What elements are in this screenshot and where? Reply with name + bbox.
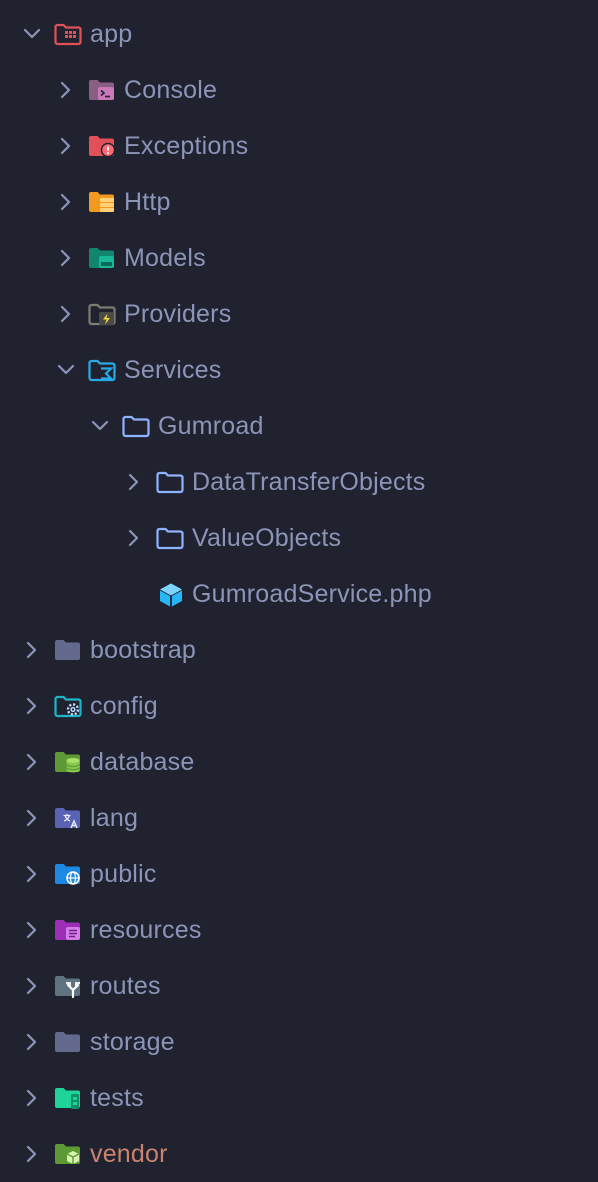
tree-item-routes[interactable]: routes <box>0 958 598 1014</box>
tree-item-label: resources <box>90 916 202 944</box>
tree-item-label: lang <box>90 804 139 832</box>
chevron-right-icon[interactable] <box>123 527 145 549</box>
tree-item-gumroad-service-php[interactable]: GumroadService.php <box>0 566 598 622</box>
chevron-right-icon[interactable] <box>21 919 43 941</box>
folder-icon <box>156 470 184 494</box>
tree-item-label: Console <box>124 76 218 104</box>
tests-folder-icon <box>54 1086 82 1110</box>
tree-item-console[interactable]: Console <box>0 62 598 118</box>
tree-item-label: Exceptions <box>124 132 249 160</box>
console-folder-icon <box>88 78 116 102</box>
chevron-right-icon[interactable] <box>55 247 77 269</box>
providers-folder-icon <box>88 302 116 326</box>
http-folder-icon <box>88 190 116 214</box>
tree-item-providers[interactable]: Providers <box>0 286 598 342</box>
folder-icon <box>54 1030 82 1054</box>
tree-item-label: Services <box>124 356 222 384</box>
tree-item-http[interactable]: Http <box>0 174 598 230</box>
resources-folder-icon <box>54 918 82 942</box>
chevron-right-icon[interactable] <box>21 975 43 997</box>
chevron-right-icon[interactable] <box>21 807 43 829</box>
models-folder-icon <box>88 246 116 270</box>
tree-item-label: database <box>90 748 195 776</box>
app-folder-icon <box>54 22 82 46</box>
routes-folder-icon <box>54 974 82 999</box>
tree-item-label: ValueObjects <box>192 524 342 552</box>
tree-item-vendor[interactable]: vendor <box>0 1126 598 1182</box>
tree-item-app[interactable]: app <box>0 6 598 62</box>
tree-item-label: Http <box>124 188 171 216</box>
tree-item-label: Gumroad <box>158 412 264 440</box>
chevron-right-icon[interactable] <box>21 695 43 717</box>
tree-item-database[interactable]: database <box>0 734 598 790</box>
chevron-down-icon[interactable] <box>89 415 111 437</box>
tree-item-public[interactable]: public <box>0 846 598 902</box>
chevron-down-icon[interactable] <box>55 359 77 381</box>
tree-item-label: GumroadService.php <box>192 580 432 608</box>
chevron-right-icon[interactable] <box>55 191 77 213</box>
tree-item-lang[interactable]: lang <box>0 790 598 846</box>
tree-item-label: tests <box>90 1084 144 1112</box>
database-folder-icon <box>54 750 82 774</box>
tree-item-exceptions[interactable]: Exceptions <box>0 118 598 174</box>
tree-item-tests[interactable]: tests <box>0 1070 598 1126</box>
services-folder-icon <box>88 358 116 382</box>
tree-item-resources[interactable]: resources <box>0 902 598 958</box>
config-folder-icon <box>54 694 82 718</box>
file-explorer-tree: app Console Except <box>0 6 598 1182</box>
tree-item-value-objects[interactable]: ValueObjects <box>0 510 598 566</box>
chevron-right-icon[interactable] <box>55 135 77 157</box>
chevron-right-icon[interactable] <box>21 1031 43 1053</box>
chevron-right-icon[interactable] <box>21 863 43 885</box>
tree-item-label: routes <box>90 972 161 1000</box>
tree-item-label: DataTransferObjects <box>192 468 426 496</box>
tree-item-config[interactable]: config <box>0 678 598 734</box>
translate-folder-icon <box>54 806 82 830</box>
php-cube-icon <box>157 582 185 607</box>
tree-item-models[interactable]: Models <box>0 230 598 286</box>
tree-item-label: storage <box>90 1028 175 1056</box>
chevron-right-icon[interactable] <box>21 1143 43 1165</box>
tree-item-label: config <box>90 692 158 720</box>
chevron-right-icon[interactable] <box>21 751 43 773</box>
chevron-right-icon[interactable] <box>21 1087 43 1109</box>
chevron-right-icon[interactable] <box>21 639 43 661</box>
tree-item-storage[interactable]: storage <box>0 1014 598 1070</box>
tree-item-label: Providers <box>124 300 232 328</box>
chevron-right-icon[interactable] <box>55 79 77 101</box>
tree-item-services[interactable]: Services <box>0 342 598 398</box>
chevron-down-icon[interactable] <box>21 23 43 45</box>
tree-item-bootstrap[interactable]: bootstrap <box>0 622 598 678</box>
vendor-package-folder-icon <box>54 1142 82 1166</box>
tree-item-label: public <box>90 860 157 888</box>
globe-folder-icon <box>54 862 82 886</box>
tree-item-label: app <box>90 20 133 48</box>
folder-icon <box>156 526 184 550</box>
chevron-right-icon[interactable] <box>55 303 77 325</box>
folder-icon <box>54 638 82 662</box>
tree-item-label: bootstrap <box>90 636 197 664</box>
exceptions-folder-icon <box>88 134 116 158</box>
tree-item-label: vendor <box>90 1140 168 1168</box>
folder-open-icon <box>122 414 150 438</box>
tree-item-data-transfer-objects[interactable]: DataTransferObjects <box>0 454 598 510</box>
tree-item-label: Models <box>124 244 206 272</box>
tree-item-gumroad[interactable]: Gumroad <box>0 398 598 454</box>
chevron-right-icon[interactable] <box>123 471 145 493</box>
